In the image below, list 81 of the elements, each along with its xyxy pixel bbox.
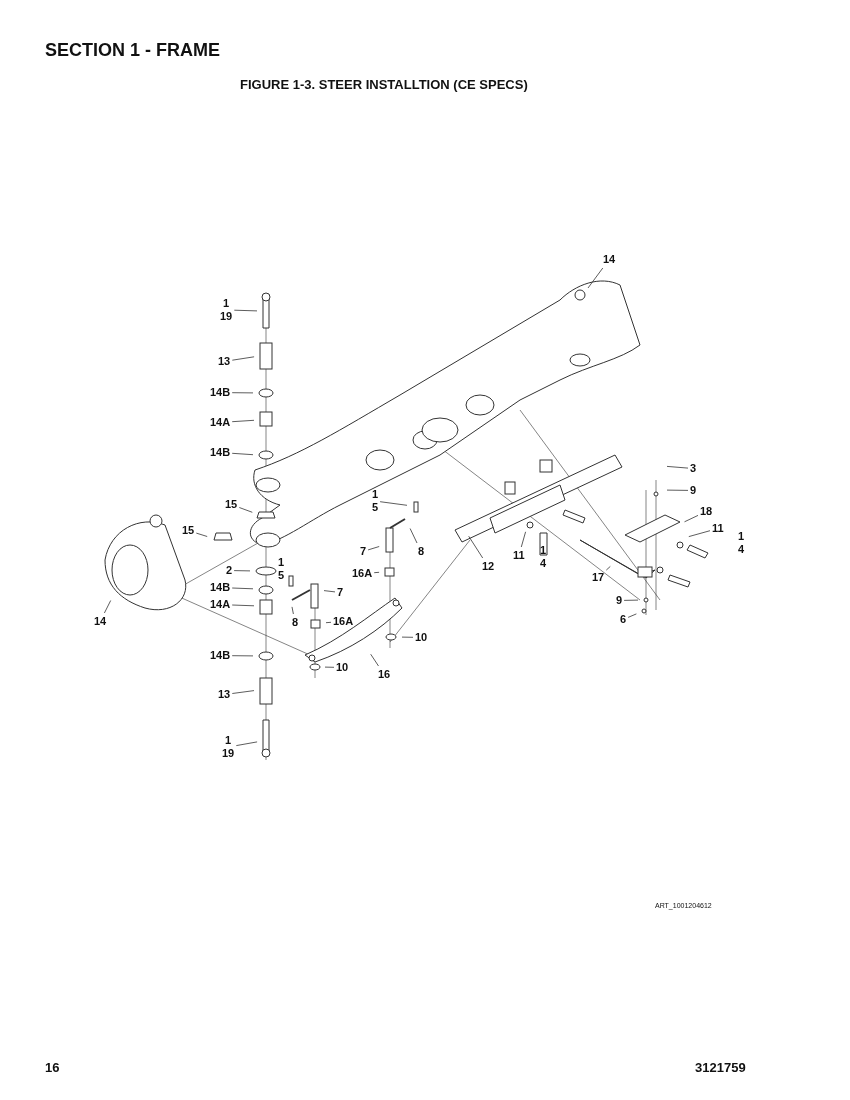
leader-line bbox=[235, 741, 258, 746]
callout-number: 7 bbox=[360, 545, 367, 558]
callout-number: 14A bbox=[210, 416, 231, 429]
callout-number: 14B bbox=[210, 649, 231, 662]
callout-number: 11 bbox=[712, 522, 724, 535]
callout-number: 15 bbox=[225, 498, 238, 511]
callout-number: 12 bbox=[482, 560, 495, 573]
callout-number: 8 bbox=[418, 545, 425, 558]
leader-line bbox=[195, 532, 208, 537]
callout-number: 1 bbox=[222, 297, 231, 310]
leader-line bbox=[627, 613, 637, 618]
callout-number: 15 bbox=[182, 524, 195, 537]
leader-line bbox=[367, 546, 380, 551]
callout-number: 1 bbox=[278, 556, 285, 568]
figure-title: FIGURE 1-3. STEER INSTALLTION (CE SPECS) bbox=[240, 77, 528, 92]
callout-number: 8 bbox=[292, 616, 299, 629]
leader-line bbox=[231, 452, 254, 456]
callout-number: 5 bbox=[278, 569, 285, 581]
leader-line bbox=[233, 309, 258, 312]
callout-number: 10 bbox=[336, 661, 349, 674]
leader-line bbox=[325, 621, 332, 624]
page-number: 16 bbox=[45, 1060, 60, 1075]
callout-number: 14B bbox=[210, 446, 231, 459]
callout-number: 1 bbox=[540, 544, 547, 556]
leader-line bbox=[666, 489, 689, 491]
leader-line bbox=[605, 566, 611, 571]
leader-line bbox=[238, 507, 253, 513]
leader-line bbox=[291, 606, 294, 615]
callout-number: 1 bbox=[738, 530, 745, 542]
leader-line bbox=[401, 636, 414, 638]
leader-line bbox=[623, 599, 639, 601]
callout-number: 11 bbox=[513, 549, 525, 562]
leader-line bbox=[324, 666, 335, 668]
callout-number: 16 bbox=[378, 668, 391, 681]
leader-line bbox=[104, 600, 112, 614]
callout-number: 13 bbox=[218, 355, 231, 368]
callout-number: 14B bbox=[210, 581, 231, 594]
leader-line bbox=[587, 267, 604, 289]
leader-line bbox=[666, 466, 689, 469]
leader-line bbox=[231, 392, 254, 394]
callout-number: 6 bbox=[620, 613, 627, 626]
callout-number: 19 bbox=[220, 310, 233, 323]
callout-number: 2 bbox=[226, 564, 233, 577]
callout-number: 18 bbox=[700, 505, 713, 518]
callout-number: 14B bbox=[210, 386, 231, 399]
callout-number: 1 bbox=[224, 734, 233, 747]
callout-number: 14A bbox=[210, 598, 231, 611]
leader-line bbox=[231, 587, 254, 590]
callout-number: 5 bbox=[372, 501, 379, 514]
callout-number: 7 bbox=[337, 586, 344, 599]
callout-number: 10 bbox=[415, 631, 428, 644]
callout-number: 16A bbox=[333, 615, 354, 628]
callout-number: 4 bbox=[738, 543, 745, 555]
leader-line bbox=[231, 655, 254, 657]
callout-number: 3 bbox=[690, 462, 697, 475]
callout-number: 13 bbox=[218, 688, 231, 701]
callout-number: 17 bbox=[592, 571, 605, 584]
callout-number: 9 bbox=[616, 594, 623, 607]
leader-line bbox=[379, 501, 408, 506]
section-heading: SECTION 1 - FRAME bbox=[45, 40, 220, 61]
document-number: 3121759 bbox=[695, 1060, 746, 1075]
leader-line bbox=[231, 604, 255, 607]
leader-line bbox=[373, 571, 380, 574]
callout-number: 14 bbox=[94, 615, 107, 628]
callout-number: 4 bbox=[540, 557, 547, 569]
callout-number: 19 bbox=[222, 747, 235, 760]
leader-line bbox=[520, 531, 526, 548]
callout-number: 16A bbox=[352, 567, 373, 580]
leader-line bbox=[684, 515, 699, 523]
leader-line bbox=[409, 528, 418, 544]
leader-line bbox=[231, 356, 255, 361]
callout-number: 1 bbox=[372, 488, 379, 501]
leader-line bbox=[233, 570, 251, 572]
leader-line bbox=[323, 590, 336, 593]
leader-line bbox=[468, 535, 484, 559]
leader-line bbox=[231, 690, 255, 694]
leader-line bbox=[231, 419, 255, 423]
callout-number: 9 bbox=[690, 484, 697, 497]
leader-line bbox=[370, 653, 379, 667]
leader-line bbox=[688, 530, 711, 537]
callout-number: 14 bbox=[603, 253, 616, 266]
